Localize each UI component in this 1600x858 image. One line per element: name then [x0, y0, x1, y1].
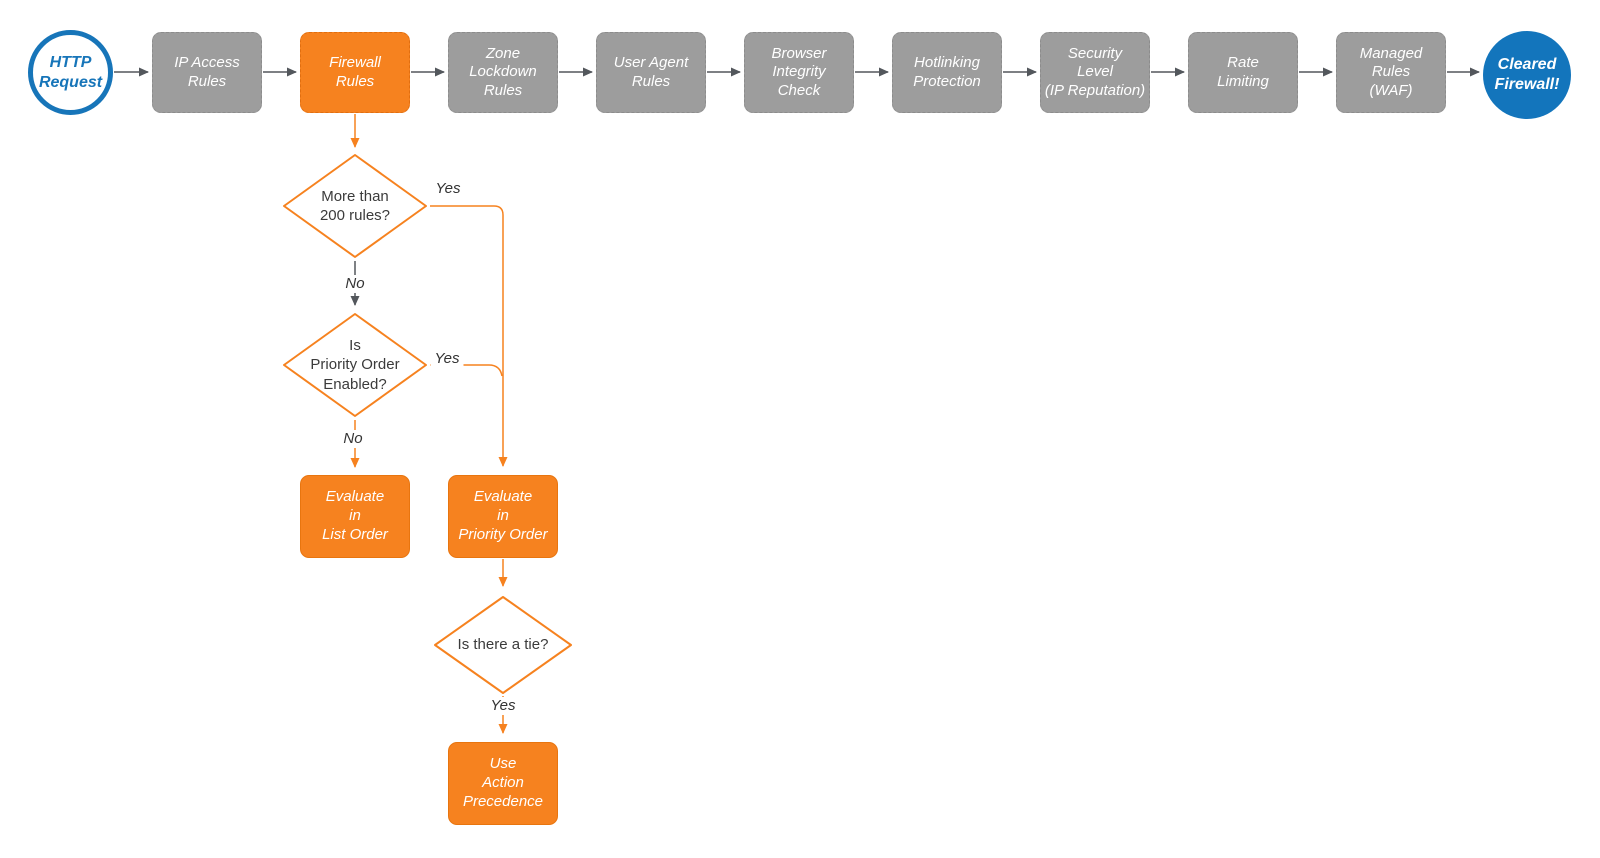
stage-label: Rate Limiting — [1217, 54, 1269, 90]
decision-label: Is there a tie? — [457, 636, 549, 654]
action-label: Use Action Precedence — [462, 755, 544, 810]
decision-priority-order-enabled: Is Priority Order Enabled? — [282, 312, 428, 418]
decision-more-than-200-rules: More than 200 rules? — [282, 153, 428, 259]
diamond-shape — [283, 313, 427, 417]
edge-label-d1-no: No — [341, 275, 369, 293]
end-node-cleared-firewall: Cleared Firewall! — [1483, 31, 1571, 119]
decision-is-there-a-tie: Is there a tie? — [433, 595, 573, 695]
stage-label: Security Level (IP Reputation) — [1044, 45, 1146, 99]
edge-decision1-yes-priority — [430, 205, 508, 467]
stage-label: Managed Rules (WAF) — [1359, 45, 1423, 99]
stage-label: User Agent Rules — [613, 54, 689, 90]
edge-label-d1-yes: Yes — [431, 180, 465, 198]
action-evaluate-list-order: Evaluate in List Order — [300, 475, 410, 558]
stage-user-agent-rules: User Agent Rules — [596, 32, 706, 113]
end-node-label: Cleared Firewall! — [1494, 56, 1560, 93]
decision-label: Is Priority Order Enabled? — [310, 337, 400, 393]
edge-label-d2-yes: Yes — [430, 350, 464, 368]
stage-ip-access-rules: IP Access Rules — [152, 32, 262, 113]
stage-label: Zone Lockdown Rules — [469, 45, 537, 99]
edge-label-d2-no: No — [339, 430, 367, 448]
stage-hotlinking-protection: Hotlinking Protection — [892, 32, 1002, 113]
decision-label: More than 200 rules? — [319, 187, 391, 224]
stage-label: Hotlinking Protection — [913, 54, 981, 90]
edge-label-d3-yes: Yes — [486, 697, 520, 715]
stage-label: Browser Integrity Check — [771, 45, 827, 99]
stage-security-level: Security Level (IP Reputation) — [1040, 32, 1150, 113]
start-node-label: HTTP Request — [38, 53, 103, 91]
stage-label: IP Access Rules — [174, 54, 240, 90]
stage-zone-lockdown-rules: Zone Lockdown Rules — [448, 32, 558, 113]
diamond-shape — [434, 596, 572, 694]
diamond-shape — [283, 154, 427, 258]
stage-managed-rules-waf: Managed Rules (WAF) — [1336, 32, 1446, 113]
action-use-action-precedence: Use Action Precedence — [448, 742, 558, 825]
stage-rate-limiting: Rate Limiting — [1188, 32, 1298, 113]
stage-firewall-rules: Firewall Rules — [300, 32, 410, 113]
stage-label: Firewall Rules — [329, 54, 381, 90]
start-node-http-request: HTTP Request — [28, 30, 113, 115]
action-label: Evaluate in List Order — [322, 488, 388, 543]
action-evaluate-priority-order: Evaluate in Priority Order — [448, 475, 558, 558]
action-label: Evaluate in Priority Order — [458, 488, 548, 543]
stage-browser-integrity-check: Browser Integrity Check — [744, 32, 854, 113]
